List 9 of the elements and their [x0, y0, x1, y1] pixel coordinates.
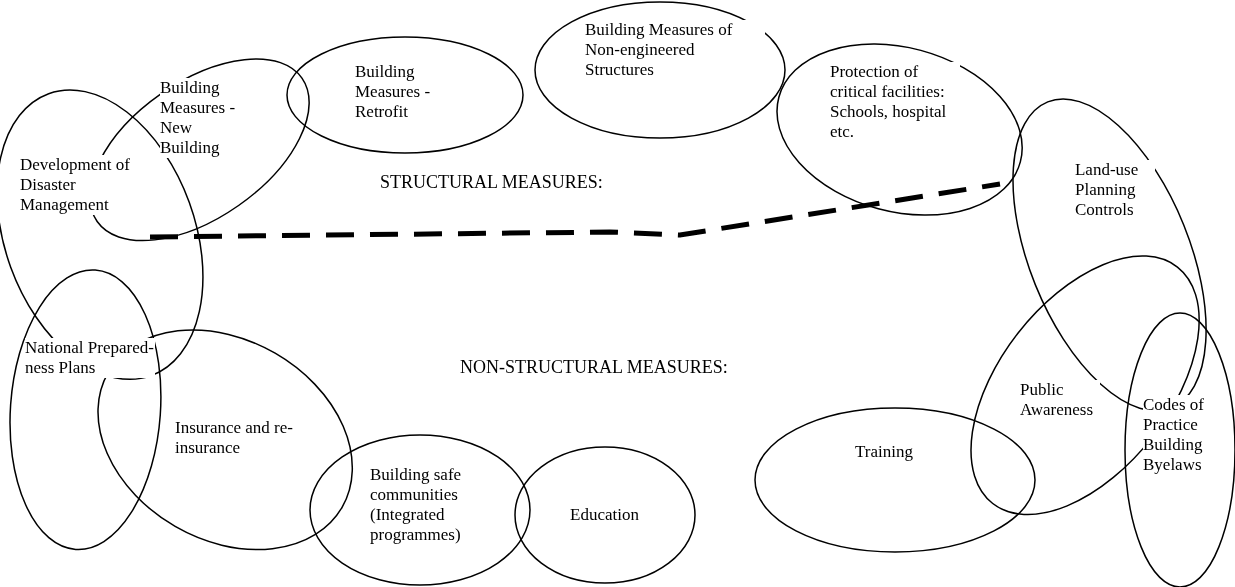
section-heading: STRUCTURAL MEASURES: [380, 172, 603, 193]
section-heading: NON-STRUCTURAL MEASURES: [460, 357, 728, 378]
ellipse [515, 447, 695, 583]
ellipse [9, 270, 161, 550]
ellipse [287, 37, 523, 153]
ellipse-label: National Prepared-ness Plans [25, 338, 155, 378]
ellipse [310, 435, 530, 585]
ellipse [777, 44, 1023, 216]
ellipse [535, 2, 785, 138]
